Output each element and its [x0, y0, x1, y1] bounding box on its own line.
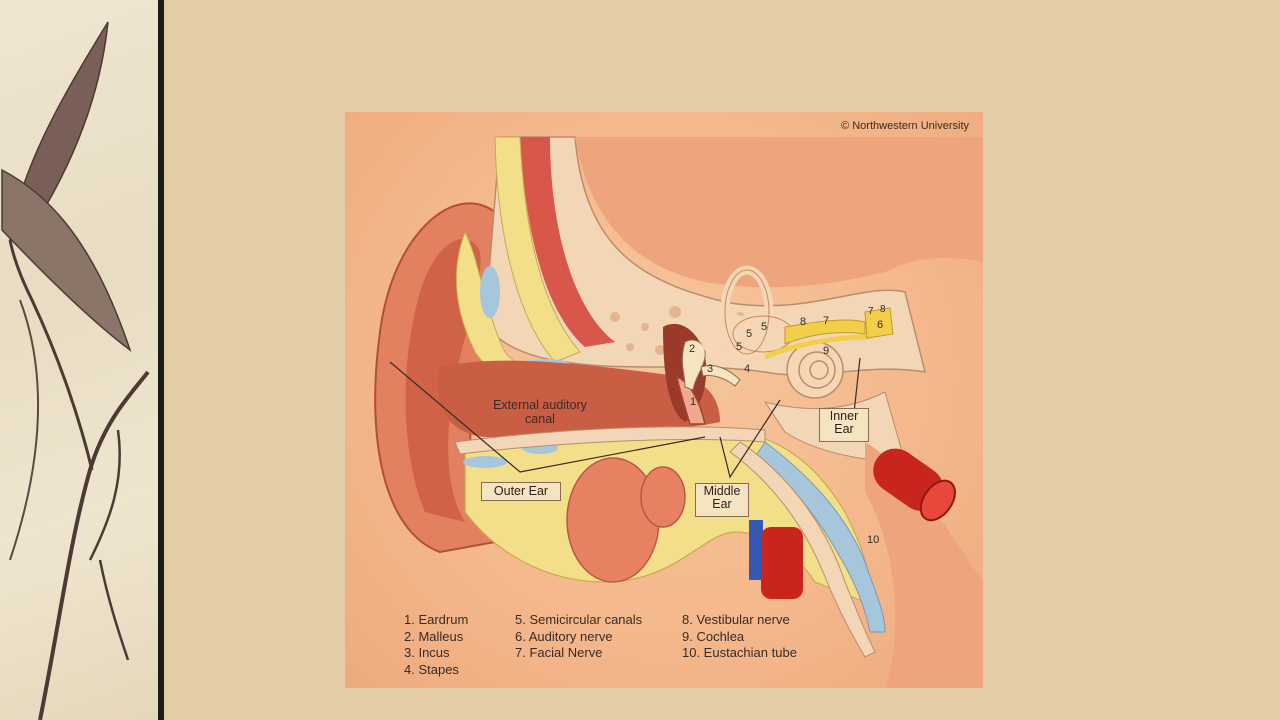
marker-6: 6: [877, 319, 883, 331]
canal-label-line1: External auditory: [493, 398, 588, 412]
legend-item: 1. Eardrum: [404, 612, 469, 627]
ear-anatomy-figure: 1 2 3 4 5 5 5 6 7 8 9 10 7 8 External au…: [345, 112, 983, 688]
inner-ear-label: Inner Ear: [819, 408, 869, 442]
legend-item: 6. Auditory nerve: [515, 628, 613, 644]
marker-5c: 5: [761, 321, 767, 333]
marker-7-nerve: 7: [868, 306, 874, 317]
marker-10: 10: [867, 534, 879, 546]
legend-item: 3. Incus: [404, 645, 450, 660]
legend-column-2: 5. Semicircular canals 6. Auditory nerve…: [515, 612, 642, 662]
legend-item: 5. Semicircular canals: [515, 612, 643, 627]
marker-1: 1: [690, 396, 696, 408]
outer-ear-text: Outer Ear: [493, 484, 549, 498]
copyright-notice: © Northwestern University: [841, 120, 969, 132]
leaf-branch-illustration: [1, 21, 150, 720]
vertical-divider: [158, 0, 164, 720]
marker-8-nerve: 8: [880, 304, 886, 315]
decorative-leaf-panel: [0, 0, 158, 720]
canal-label-line2: canal: [525, 412, 555, 426]
marker-5a: 5: [746, 328, 752, 340]
marker-5b: 5: [736, 341, 742, 353]
marker-7: 7: [823, 315, 829, 327]
legend-column-3: 8. Vestibular nerve 9. Cochlea 10. Eusta…: [682, 612, 797, 662]
marker-4: 4: [744, 363, 750, 375]
middle-ear-text-2: Ear: [712, 497, 732, 511]
middle-ear-text-1: Middle: [703, 484, 741, 498]
inner-ear-text-2: Ear: [834, 422, 854, 436]
legend-item: 9. Cochlea: [682, 628, 745, 644]
legend-column-1: 1. Eardrum 2. Malleus 3. Incus 4. Stapes: [404, 612, 468, 678]
inner-ear-text-1: Inner: [829, 409, 859, 423]
legend-item: 8. Vestibular nerve: [682, 612, 790, 627]
marker-9: 9: [823, 345, 829, 357]
marker-3: 3: [707, 363, 713, 375]
legend-item: 2. Malleus: [404, 628, 464, 644]
marker-8: 8: [800, 316, 806, 328]
legend-item: 7. Facial Nerve: [515, 645, 603, 660]
legend-item: 4. Stapes: [404, 661, 459, 677]
ear-anatomy-illustration: 1 2 3 4 5 5 5 6 7 8 9 10 7 8 External au…: [374, 136, 983, 688]
legend-item: 10. Eustachian tube: [682, 645, 797, 660]
middle-ear-label: Middle Ear: [695, 483, 749, 517]
marker-2: 2: [689, 343, 695, 355]
outer-ear-label: Outer Ear: [481, 482, 561, 501]
